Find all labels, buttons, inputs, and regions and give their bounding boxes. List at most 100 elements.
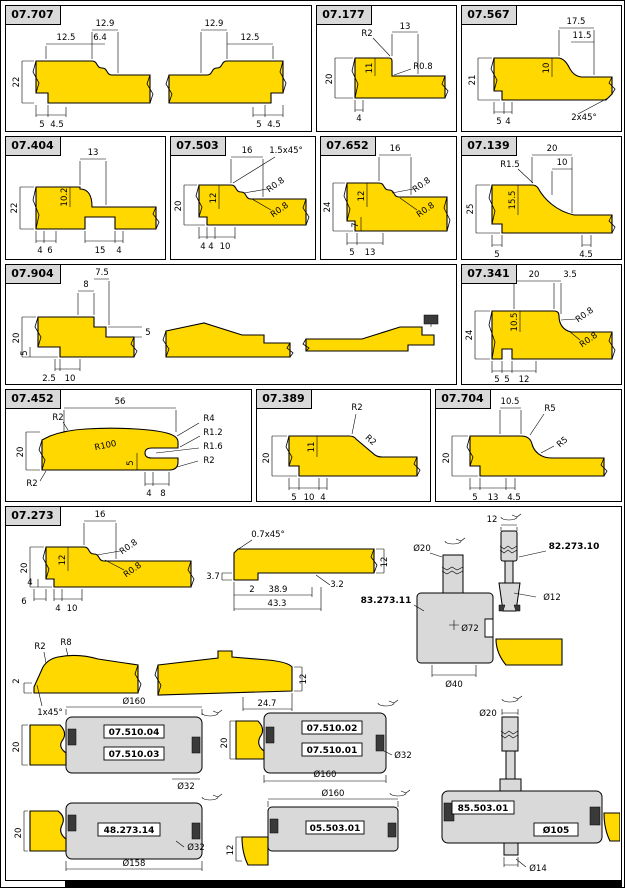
dim-label: 10 [65,374,76,383]
dim-label: 3.2 [330,580,344,590]
panel-07-341: 07.341 20 3.5 24 10.5 R0.8 R0.8 5 5 12 [460,263,622,385]
drawing-07-404: 13 22 10.2 4 6 15 4 [10,148,160,256]
dim-label: 15 [95,246,106,256]
knife [387,822,397,838]
dim-label: 11.5 [573,31,592,41]
knife [191,822,201,840]
dim-label: 4 [356,114,361,124]
dim-label: 5 [291,493,296,500]
workpiece [495,638,563,666]
break-line [466,435,474,467]
rotation-icon [201,793,223,801]
drawing-07-452: 56 20 R2 R100 R4 R1.2 R1.6 R2 R2 5 4 8 [16,397,223,499]
dim-label: 10 [557,158,568,168]
panel-07-273: 07.273 16 20 12 R0.8 R0.8 4 6 4 10 0.7x4… [4,505,622,881]
profile-middle [162,322,294,358]
dim-label: 16 [242,146,253,156]
part-number-badge: 07.177 [315,4,372,25]
profile-left: 12.9 12.5 6.4 22 5 4.5 [12,19,154,130]
diameter-label: Ø160 [314,769,337,780]
dim-label: 5 [496,117,501,127]
chamfer-label: 0.7x45° [251,530,285,540]
dim-label: 8 [160,489,165,499]
part-number: 07.139 [467,139,510,152]
part-label: 07.510.04 [109,728,160,738]
radius-label: R2 [26,479,37,489]
part-number: 07.404 [11,139,54,152]
part-number-badge: 07.904 [4,263,61,284]
radius-label: R0.8 [411,176,433,195]
radius-label: R8 [60,638,71,648]
dim-label: 7.5 [95,268,109,278]
radius-label: R1.5 [500,160,519,170]
dim-label: 3.5 [563,270,577,280]
part-label: 05.503.01 [310,824,361,834]
diameter-label: Ø160 [123,696,146,707]
radius-label: R5 [544,404,555,414]
dim-label: 10.2 [60,188,70,207]
workpiece [29,810,67,852]
dim-label: 20 [16,447,26,458]
part-number: 07.652 [326,139,369,152]
dim-label: 3.7 [206,572,220,582]
dim-label: 20 [529,270,540,280]
radius-label: R0.8 [265,176,287,195]
part-number-badge: 07.139 [460,135,517,156]
panel-07-503: 07.503 16 1.5x45° 20 12 R0.8 R0.8 4 4 10 [169,135,316,260]
break-line [134,664,142,694]
break-line [443,196,451,232]
label-box [305,820,365,835]
panel-07-707: 07.707 12.9 12.5 6.4 22 5 4.5 12.9 12.5 … [4,4,312,132]
knife [269,818,279,834]
dim-label: 2.5 [42,374,56,383]
wood-profile [35,60,151,104]
dim-label: 13 [365,248,376,258]
dim-label: 16 [95,510,106,520]
dim-label: 5 [145,328,150,338]
profile-c: 0.7x45° 12 38.9 43.3 3.7 2 3.2 [206,530,390,611]
drawing-07-177: R2 13 11 20 R0.8 4 [325,22,449,124]
pilot [503,842,519,856]
dim-label: 13 [488,493,499,500]
radius-label: R2 [361,29,372,39]
cutterhead-07-510-02: 07.510.02 07.510.01 Ø160 Ø32 20 [220,699,412,783]
dim-label: 12 [209,193,219,204]
dim-label: 4 [200,242,205,252]
dim-label: 4 [37,246,42,256]
dim-label: 4.5 [50,120,64,130]
break-line [130,336,138,358]
break-line [146,74,154,104]
radius-label: R2 [351,403,362,413]
panel-07-404: 07.404 13 22 10.2 4 6 15 4 [4,135,166,260]
dim-label: 20 [442,453,452,464]
cutterhead-05-503-01: 05.503.01 Ø160 12 [226,788,411,866]
dim-label: 10 [220,242,231,252]
dim-label: 22 [10,203,20,214]
part-number-badge: 07.652 [319,135,376,156]
wood-profile [233,548,375,581]
cutterhead-07-510-04: 07.510.04 07.510.03 Ø160 Ø32 20 [12,696,223,792]
knife [191,736,201,754]
break-line [608,76,616,95]
wood-profile [41,427,179,471]
dim-label: 5 [349,248,354,258]
part-number-badge: 07.704 [434,388,491,409]
wood-profile [288,435,418,477]
diameter-label: Ø72 [461,623,479,634]
wood-profile [305,326,435,352]
break-line [165,74,173,104]
profile-right [302,314,439,352]
knife [513,604,521,612]
break-line [600,457,608,477]
panel-07-567: 07.567 17.5 11.5 21 10 5 4 2x45° [460,4,622,132]
dim-label: 17.5 [567,17,586,27]
dim-label: 5 [494,250,499,258]
drawing-07-389: R2 20 11 R2 5 10 4 [262,403,421,500]
break-line [34,316,42,348]
dim-label: 20 [14,828,24,839]
dim-label: 13 [88,148,99,158]
workpiece [241,836,269,866]
dim-label: 20 [12,333,22,344]
chamfer-label: 1x45° [37,708,63,718]
